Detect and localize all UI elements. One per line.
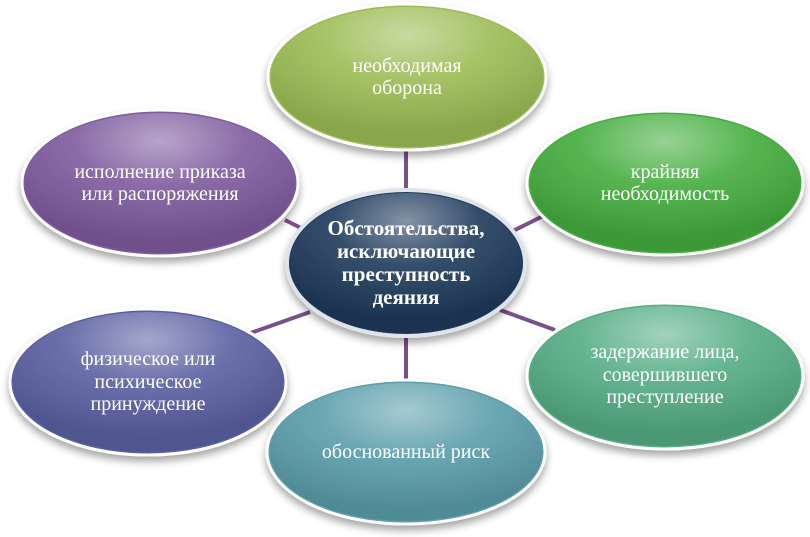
node-extreme-necessity-line-2: необходимость bbox=[600, 183, 730, 205]
node-extreme-necessity-line-1: крайняя bbox=[630, 160, 700, 183]
center-node-line-1: Обстоятельства, bbox=[327, 215, 485, 240]
node-coercion-line-1: физическое или bbox=[80, 348, 216, 371]
node-necessary-defense: необходимая оборона bbox=[295, 42, 519, 112]
node-coercion-shape bbox=[8, 307, 288, 457]
node-extreme-necessity: крайняя необходимость bbox=[553, 148, 777, 218]
center-node-line-2: исключающие bbox=[336, 238, 476, 263]
center-node-line-4: деяния bbox=[372, 285, 440, 310]
node-order-execution: исполнение приказа или распоряжения bbox=[40, 150, 280, 216]
node-detention-line-2: совершившего bbox=[602, 363, 728, 386]
node-detention-line-3: преступление bbox=[606, 386, 724, 409]
node-extreme-necessity-shape bbox=[525, 109, 805, 257]
node-order-execution-line-1: исполнение приказа bbox=[74, 160, 246, 183]
node-justified-risk-line-1: обоснованный риск bbox=[321, 440, 491, 463]
node-coercion-line-2: психическое bbox=[94, 370, 202, 393]
node-order-execution-shape bbox=[20, 108, 300, 258]
connector-coercion bbox=[244, 310, 311, 337]
node-justified-risk-shape bbox=[265, 378, 547, 526]
node-detention-shape bbox=[525, 301, 805, 451]
node-necessary-defense-line-2: оборона bbox=[372, 77, 442, 99]
node-detention: задержание лица, совершившего преступлен… bbox=[545, 330, 785, 420]
node-justified-risk: обоснованный риск bbox=[286, 432, 526, 472]
node-detention-line-1: задержание лица, bbox=[590, 341, 740, 364]
node-necessary-defense-shape bbox=[266, 2, 548, 152]
node-coercion-line-3: принуждение bbox=[90, 393, 206, 416]
connector-detention bbox=[499, 308, 556, 332]
center-node: Обстоятельства, исключающие преступность… bbox=[301, 210, 511, 316]
node-order-execution-line-2: или распоряжения bbox=[81, 183, 239, 205]
node-coercion: физическое или психическое принуждение bbox=[30, 337, 266, 427]
center-node-shape bbox=[285, 188, 527, 338]
center-node-line-3: преступность bbox=[341, 262, 471, 286]
node-necessary-defense-line-1: необходимая bbox=[352, 54, 462, 77]
